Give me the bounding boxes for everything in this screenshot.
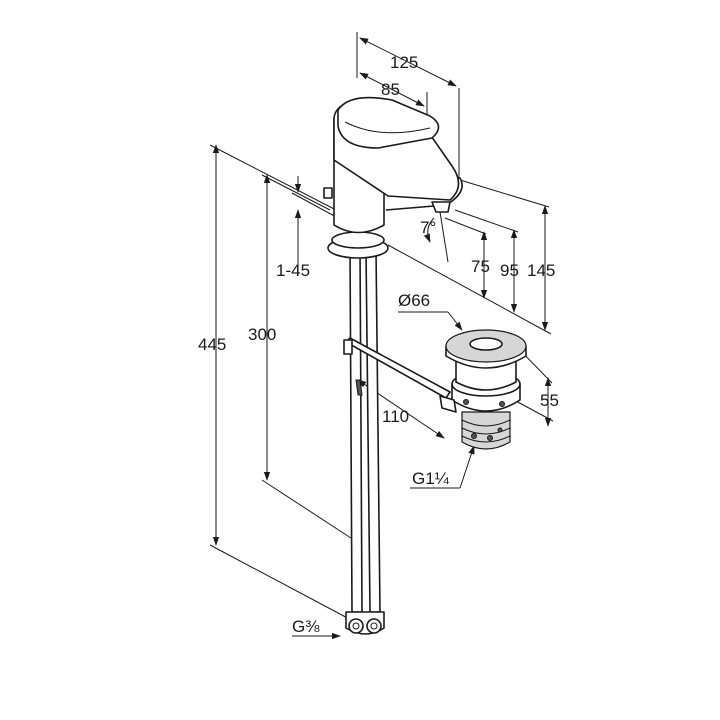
dim-445: 445 (198, 335, 226, 354)
dim-75: 75 (471, 257, 490, 276)
thread-g3-8: G⅜ (292, 617, 320, 636)
thread-g1-1-4: G1¼ (412, 469, 450, 488)
dim-55: 55 (540, 391, 559, 410)
dim-110: 110 (382, 407, 409, 426)
dimension-labels: 125 85 145 95 75 7° 1-45 300 445 Ø66 55 … (198, 53, 559, 636)
dimension-lines (209, 32, 554, 640)
dim-300: 300 (248, 325, 276, 344)
dim-125: 125 (390, 53, 418, 72)
dim-95: 95 (500, 261, 519, 280)
popup-rod (343, 337, 451, 399)
dim-1-45: 1-45 (276, 261, 310, 280)
dim-85: 85 (381, 80, 400, 99)
dim-angle: 7° (420, 218, 436, 237)
waste-valve (439, 329, 527, 450)
dim-diameter-66: Ø66 (398, 291, 430, 310)
dim-145: 145 (527, 261, 555, 280)
